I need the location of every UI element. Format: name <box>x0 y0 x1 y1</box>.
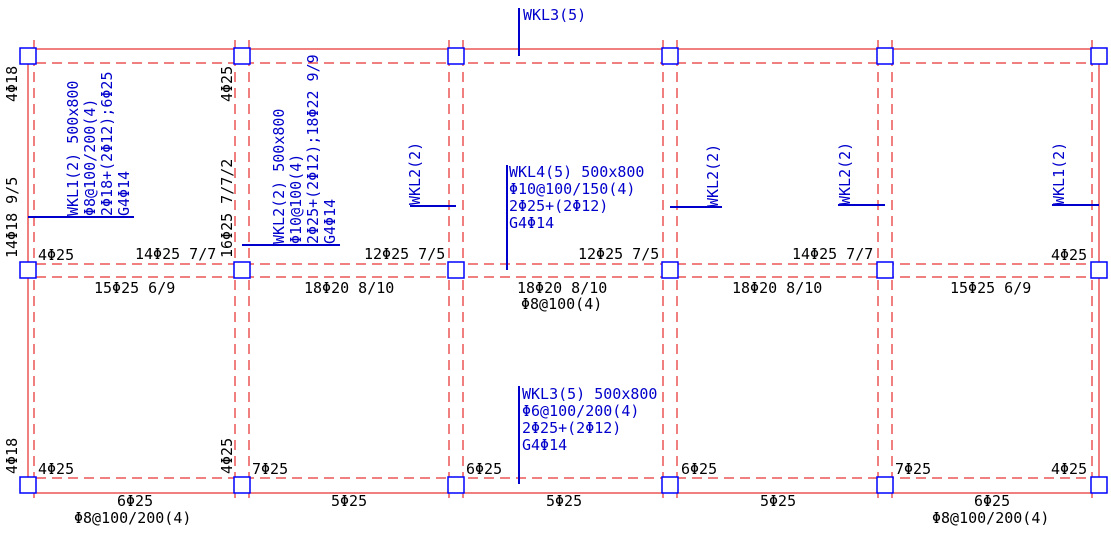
span-bar-label: 15Φ25 6/9 <box>94 279 175 297</box>
annotation-line: 2Φ25+(2Φ12);18Φ22 9/9 <box>304 54 322 244</box>
support-bar-label: 6Φ25 <box>681 460 717 478</box>
span-bar-label: 5Φ25 <box>331 492 367 510</box>
annotation-line: WKL1(2) 500x800 <box>64 81 82 216</box>
column <box>19 476 37 494</box>
annotation-line: WKL3(5) 500x800 <box>522 385 657 403</box>
annotation-line: 2Φ18+(2Φ12);6Φ25 <box>98 72 116 217</box>
middle-support-label-second: 16Φ25 7/7/2 <box>218 159 236 258</box>
cross-beam-tag-wkl1-right: WKL1(2) <box>1050 142 1068 205</box>
column <box>447 476 465 494</box>
top-support-label-second: 4Φ25 <box>218 66 236 102</box>
support-bar-label: 4Φ25 <box>1051 460 1087 478</box>
cross-beam-tag-wkl2-fifth: WKL2(2) <box>836 142 854 205</box>
column <box>876 47 894 65</box>
span-bar-label: 5Φ25 <box>760 492 796 510</box>
support-bar-label: 14Φ25 7/7 <box>792 245 873 263</box>
cross-beam-annotation-wkl2-second: WKL2(2) 500x800 Φ10@100(4) 2Φ25+(2Φ12);1… <box>270 54 339 244</box>
support-bar-label: 12Φ25 7/5 <box>364 245 445 263</box>
column <box>447 47 465 65</box>
support-bar-label: 4Φ25 <box>38 246 74 264</box>
annotation-line: 2Φ25+(2Φ12) <box>509 197 608 215</box>
column <box>661 261 679 279</box>
column <box>233 261 251 279</box>
columns <box>19 47 1108 494</box>
column <box>661 476 679 494</box>
column <box>876 261 894 279</box>
annotation-line: Φ10@100/150(4) <box>509 180 635 198</box>
support-bar-label: 7Φ25 <box>895 460 931 478</box>
support-bar-label: 4Φ25 <box>1051 246 1087 264</box>
support-bar-label: 7Φ25 <box>252 460 288 478</box>
span-bar-label: 18Φ20 8/10 <box>517 279 607 297</box>
bottom-beam-stirrup-right: Φ8@100/200(4) <box>932 509 1049 527</box>
bottom-beam-annotation: WKL3(5) 500x800 Φ6@100/200(4) 2Φ25+(2Φ12… <box>522 385 657 454</box>
span-bar-label: 18Φ20 8/10 <box>304 279 394 297</box>
leader-lines <box>28 8 1099 484</box>
span-bar-label: 6Φ25 <box>974 492 1010 510</box>
annotation-line: Φ10@100(4) <box>287 154 305 244</box>
span-bar-label: 6Φ25 <box>117 492 153 510</box>
middle-support-label-left: 14Φ18 9/5 <box>3 177 21 258</box>
middle-beam-center-stirrup: Φ8@100(4) <box>521 295 602 313</box>
bottom-beam-span-bars: 6Φ25 5Φ25 5Φ25 5Φ25 6Φ25 <box>117 492 1010 510</box>
column <box>447 261 465 279</box>
bottom-beam-stirrup-left: Φ8@100/200(4) <box>74 509 191 527</box>
column <box>19 261 37 279</box>
column <box>1090 261 1108 279</box>
column <box>661 47 679 65</box>
top-support-label-left: 4Φ18 <box>3 66 21 102</box>
support-bar-label: 4Φ25 <box>38 460 74 478</box>
middle-beam-support-bars: 4Φ25 14Φ25 7/7 12Φ25 7/5 12Φ25 7/5 14Φ25… <box>38 245 1087 264</box>
span-bar-label: 18Φ20 8/10 <box>732 279 822 297</box>
annotation-line: WKL2(2) 500x800 <box>270 109 288 244</box>
column <box>1090 476 1108 494</box>
column <box>1090 47 1108 65</box>
cross-beam-tag-wkl2-third: WKL2(2) <box>406 142 424 205</box>
column <box>233 476 251 494</box>
middle-beam-annotation: WKL4(5) 500x800 Φ10@100/150(4) 2Φ25+(2Φ1… <box>509 163 644 232</box>
support-bar-label: 12Φ25 7/5 <box>578 245 659 263</box>
top-beam-tag: WKL3(5) <box>523 6 586 24</box>
annotation-line: G4Φ14 <box>115 171 133 216</box>
bottom-support-label-second: 4Φ25 <box>218 438 236 474</box>
annotation-line: G4Φ14 <box>321 199 339 244</box>
cross-beam-tag-wkl2-fourth: WKL2(2) <box>704 144 722 207</box>
middle-beam-span-bars: 15Φ25 6/9 18Φ20 8/10 18Φ20 8/10 18Φ20 8/… <box>94 279 1031 297</box>
span-bar-label: 15Φ25 6/9 <box>950 279 1031 297</box>
annotation-line: Φ8@100/200(4) <box>81 99 99 216</box>
column <box>876 476 894 494</box>
bottom-beam-support-bars: 4Φ25 7Φ25 6Φ25 6Φ25 7Φ25 4Φ25 <box>38 460 1087 478</box>
bottom-support-label-left: 4Φ18 <box>3 438 21 474</box>
support-bar-label: 6Φ25 <box>466 460 502 478</box>
annotation-line: G4Φ14 <box>509 214 554 232</box>
annotation-line: G4Φ14 <box>522 436 567 454</box>
span-bar-label: 5Φ25 <box>546 492 582 510</box>
annotation-line: WKL4(5) 500x800 <box>509 163 644 181</box>
column <box>19 47 37 65</box>
support-bar-label: 14Φ25 7/7 <box>135 245 216 263</box>
cross-beam-annotation-wkl1-left: WKL1(2) 500x800 Φ8@100/200(4) 2Φ18+(2Φ12… <box>64 72 133 217</box>
annotation-line: Φ6@100/200(4) <box>522 402 639 420</box>
column <box>233 47 251 65</box>
annotation-line: 2Φ25+(2Φ12) <box>522 419 621 437</box>
